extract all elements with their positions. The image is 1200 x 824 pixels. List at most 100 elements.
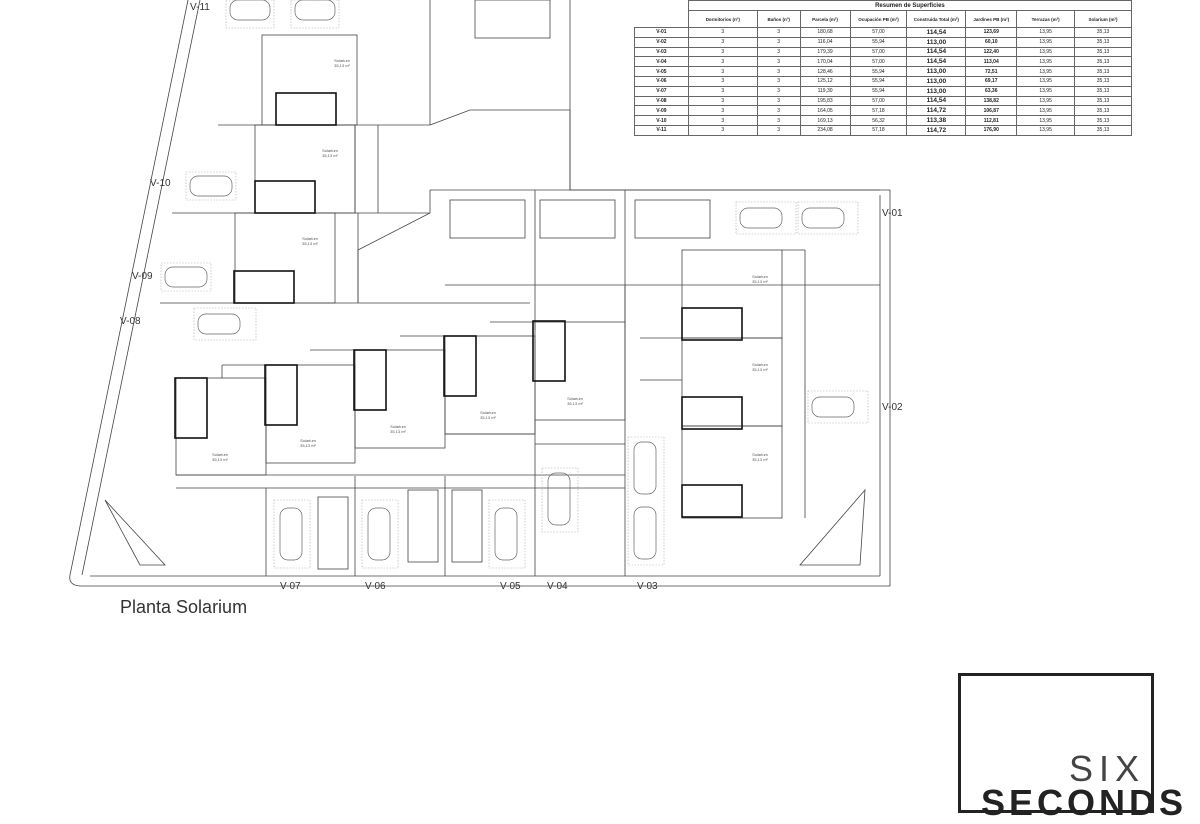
table-cell: 234,08 [799,124,851,136]
table-cell: 3 [756,105,801,117]
table-cell: 3 [687,115,758,126]
table-cell: 35,13 [1074,66,1132,77]
table-cell: 35,13 [1074,36,1132,48]
table-cell: 3 [756,124,801,136]
table-cell: 3 [687,27,758,38]
table-title: Resumen de Superficies [687,0,1133,11]
table-cell: 3 [756,66,801,77]
unit-label-v07: V-07 [280,581,301,592]
table-cell: 13,95 [1016,85,1076,97]
table-cell: 125,12 [799,75,851,87]
six-seconds-logo: SIX SECONDS [958,673,1183,823]
table-cell: 119,30 [799,85,851,97]
table-cell: 13,95 [1016,105,1076,117]
row-label: V-02 [634,36,689,48]
table-cell: 123,69 [965,27,1018,38]
table-cell: 63,36 [965,85,1018,97]
table-cell: 57,00 [849,27,908,38]
surface-summary-table: Resumen de Superficies Dormitorios (nº)B… [634,0,1133,136]
column-header: Solarium (m²) [1074,10,1132,28]
table-cell: 13,95 [1016,66,1076,77]
table-cell: 116,04 [799,36,851,48]
table-cell: 3 [687,66,758,77]
table-cell: 113,00 [906,66,967,77]
table-cell: 122,40 [965,46,1018,58]
table-cell: 164,05 [799,105,851,117]
table-cell: 35,13 [1074,46,1132,58]
row-label: V-09 [634,105,689,117]
column-header: Jardines PB (m²) [965,10,1018,28]
table-cell: 55,94 [849,75,908,87]
row-label: V-11 [634,124,689,136]
table-cell: 13,95 [1016,56,1076,68]
unit-label-v08: V-08 [120,316,141,327]
row-label: V-03 [634,46,689,58]
table-cell: 35,13 [1074,27,1132,38]
table-cell: 13,95 [1016,75,1076,87]
table-cell: 56,32 [849,115,908,126]
unit-label-v10: V-10 [150,178,171,189]
unit-label-v09: V-09 [132,271,153,282]
table-cell: 57,00 [849,46,908,58]
row-label: V-01 [634,27,689,38]
table-cell: 170,04 [799,56,851,68]
table-cell: 3 [756,75,801,87]
table-cell: 35,13 [1074,75,1132,87]
table-cell: 113,00 [906,75,967,87]
table-cell: 13,95 [1016,124,1076,136]
table-cell: 55,94 [849,66,908,77]
table-cell: 106,87 [965,105,1018,117]
table-cell: 55,94 [849,85,908,97]
column-header: Ocupación PB (m²) [849,10,908,28]
table-cell: 35,13 [1074,115,1132,126]
table-cell: 113,00 [906,36,967,48]
table-cell: 3 [687,105,758,117]
table-cell: 3 [756,36,801,48]
table-cell: 180,68 [799,27,851,38]
table-cell: 3 [756,85,801,97]
table-cell: 114,54 [906,95,967,107]
table-cell: 112,81 [965,115,1018,126]
table-cell: 3 [687,85,758,97]
table-cell: 114,72 [906,105,967,117]
table-cell: 35,13 [1074,105,1132,117]
unit-label-v04: V-04 [547,581,568,592]
column-header: Baños (nº) [756,10,801,28]
table-cell: 35,13 [1074,124,1132,136]
table-cell: 3 [687,95,758,107]
table-cell: 195,83 [799,95,851,107]
table-cell: 114,54 [906,27,967,38]
table-cell: 35,13 [1074,95,1132,107]
table-cell: 13,95 [1016,36,1076,48]
table-cell: 114,72 [906,124,967,136]
table-cell: 57,18 [849,124,908,136]
unit-label-v02: V-02 [882,402,903,413]
row-label: V-06 [634,75,689,87]
table-cell: 114,54 [906,46,967,58]
unit-label-v05: V-05 [500,581,521,592]
logo-line1: SIX [1068,748,1145,789]
table-cell: 13,95 [1016,27,1076,38]
table-cell: 176,90 [965,124,1018,136]
table-cell: 3 [756,56,801,68]
row-label: V-04 [634,56,689,68]
table-cell: 69,17 [965,75,1018,87]
table-cell: 60,10 [965,36,1018,48]
table-cell: 3 [756,95,801,107]
table-cell: 3 [687,75,758,87]
table-cell: 57,18 [849,105,908,117]
unit-label-v01: V-01 [882,208,903,219]
column-header: Terrazas (m²) [1016,10,1076,28]
table-cell: 3 [687,56,758,68]
